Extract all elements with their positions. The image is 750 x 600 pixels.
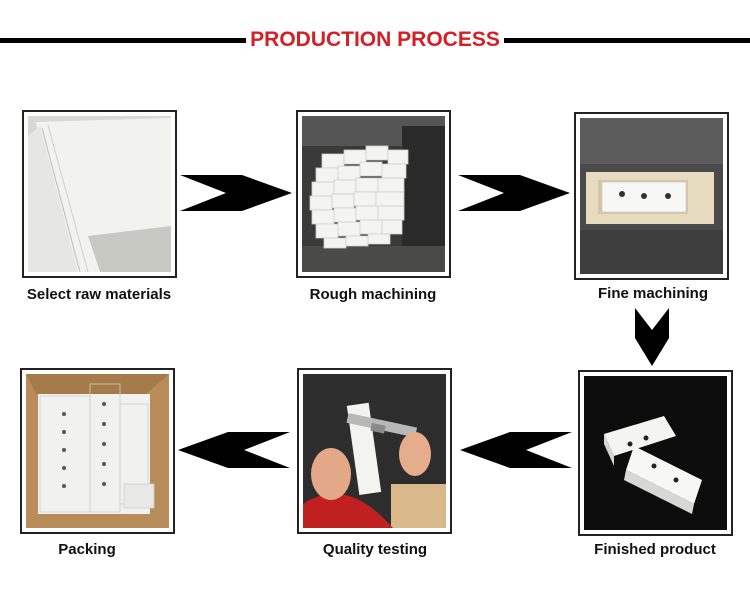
step-label-fine-machining: Fine machining bbox=[597, 285, 708, 302]
arrow-left-icon bbox=[460, 432, 572, 468]
arrow-right-icon bbox=[458, 175, 570, 211]
header-rule-right bbox=[504, 38, 750, 43]
step-photo-raw-materials bbox=[22, 110, 177, 278]
header-rule-left bbox=[0, 38, 246, 43]
step-photo-finished-product bbox=[578, 370, 733, 536]
step-photo-rough-machining bbox=[296, 110, 451, 278]
step-photo-fine-machining bbox=[574, 112, 729, 280]
step-label-finished-product: Finished product bbox=[594, 541, 716, 558]
step-label-packing: Packing bbox=[58, 541, 116, 558]
step-label-raw-materials: Select raw materials bbox=[26, 286, 172, 303]
page-title: PRODUCTION PROCESS bbox=[250, 28, 500, 51]
step-photo-packing bbox=[20, 368, 175, 534]
step-photo-quality-testing bbox=[297, 368, 452, 534]
arrow-left-icon bbox=[178, 432, 290, 468]
step-label-quality-testing: Quality testing bbox=[322, 541, 428, 558]
arrow-down-icon bbox=[635, 308, 669, 366]
step-label-rough-machining: Rough machining bbox=[309, 286, 437, 303]
arrow-right-icon bbox=[180, 175, 292, 211]
